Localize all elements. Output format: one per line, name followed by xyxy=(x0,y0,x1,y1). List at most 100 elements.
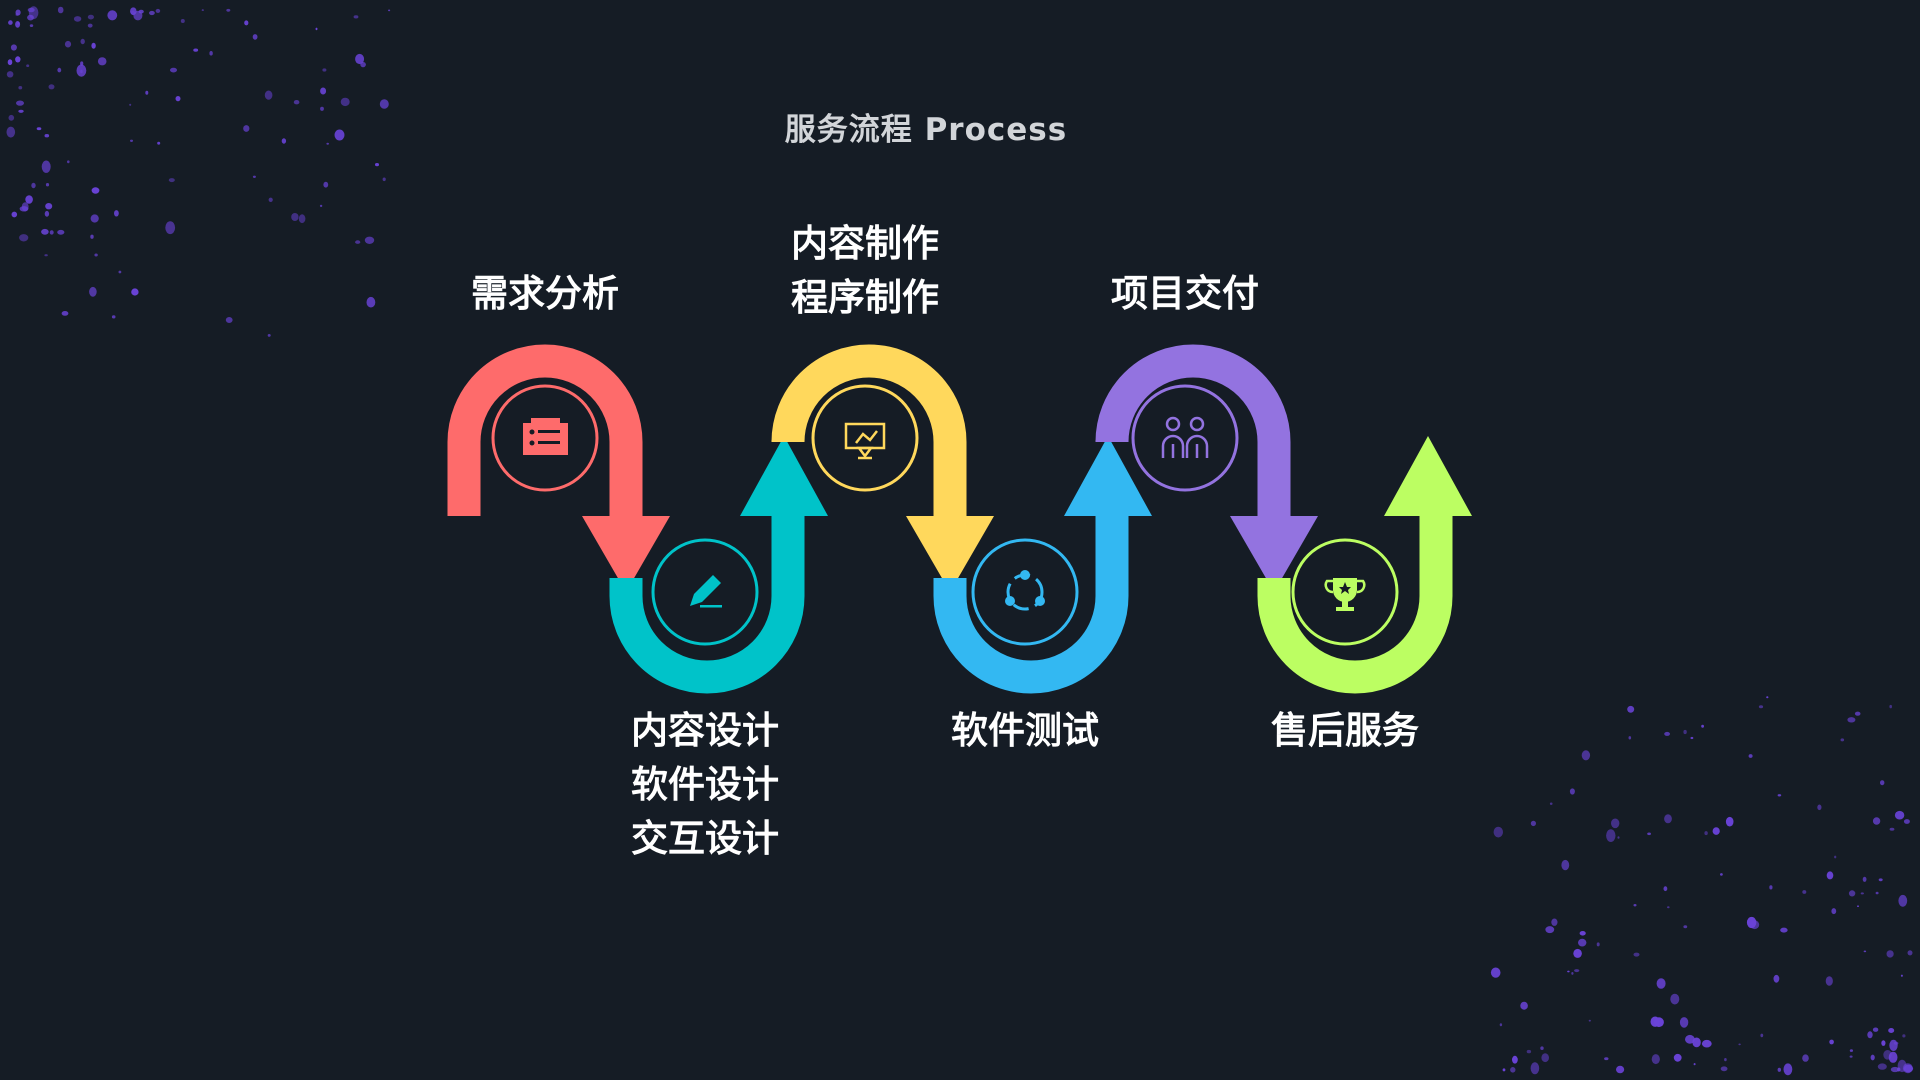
splatter-dot xyxy=(15,56,21,63)
splatter-dot xyxy=(17,21,20,25)
splatter-dot xyxy=(226,8,231,12)
splatter-dot xyxy=(1867,1031,1873,1039)
step-design-ring xyxy=(651,538,759,646)
step-testing-arch xyxy=(933,512,1129,694)
step-label-line: 项目交付 xyxy=(1111,272,1259,315)
cycle-network-icon xyxy=(1005,570,1045,611)
splatter-dot xyxy=(326,142,330,145)
step-delivery-shape xyxy=(1095,344,1318,592)
splatter-dot xyxy=(1872,1027,1879,1032)
splatter-dot xyxy=(6,126,16,138)
splatter-dot xyxy=(366,296,376,308)
splatter-dot xyxy=(1777,794,1782,797)
splatter-dot xyxy=(73,16,82,22)
splatter-dot xyxy=(281,138,287,144)
step-requirements-arch xyxy=(447,344,643,518)
paint-splatter-top-left xyxy=(6,6,391,337)
splatter-dot xyxy=(1877,1063,1887,1070)
paint-splatter-bottom-right xyxy=(1490,696,1914,1076)
splatter-dot xyxy=(67,160,70,164)
step-label-testing: 软件测试 xyxy=(895,704,1155,758)
splatter-dot xyxy=(1870,1054,1875,1061)
splatter-dot xyxy=(1628,736,1632,740)
step-production-arrowhead xyxy=(906,516,994,592)
splatter-dot xyxy=(18,109,24,113)
splatter-dot xyxy=(1617,836,1620,839)
splatter-dot xyxy=(138,9,144,14)
splatter-dot xyxy=(291,213,299,221)
splatter-dot xyxy=(180,19,185,23)
splatter-dot xyxy=(1802,890,1807,894)
splatter-dot xyxy=(1499,1023,1503,1027)
splatter-dot xyxy=(1571,972,1574,975)
splatter-dot xyxy=(1854,711,1861,716)
splatter-dot xyxy=(41,160,51,173)
splatter-dot xyxy=(11,211,18,218)
splatter-dot xyxy=(1549,802,1553,805)
splatter-dot xyxy=(1746,916,1757,929)
splatter-dot xyxy=(1720,1066,1728,1072)
splatter-dot xyxy=(320,106,324,111)
splatter-dot xyxy=(18,86,23,90)
splatter-dot xyxy=(1683,925,1688,929)
splatter-dot xyxy=(1724,1058,1727,1062)
splatter-dot xyxy=(57,6,64,14)
splatter-dot xyxy=(355,53,365,65)
splatter-dot xyxy=(131,288,139,296)
splatter-dot xyxy=(1490,967,1501,978)
splatter-dot xyxy=(87,23,93,28)
splatter-dot xyxy=(1520,1001,1528,1010)
step-delivery-arch xyxy=(1095,344,1291,518)
splatter-dot xyxy=(114,210,119,217)
splatter-dot xyxy=(111,315,116,319)
splatter-dot xyxy=(1783,1063,1793,1076)
splatter-dot xyxy=(1878,878,1883,882)
splatter-dot xyxy=(1840,738,1845,742)
splatter-dot xyxy=(1849,1049,1853,1052)
splatter-dot xyxy=(107,10,118,21)
splatter-dot xyxy=(45,183,50,187)
splatter-dot xyxy=(25,195,33,204)
splatter-dot xyxy=(315,27,318,31)
splatter-dot xyxy=(1647,832,1651,836)
step-testing-ring xyxy=(971,538,1079,646)
splatter-dot xyxy=(44,210,50,217)
splatter-dot xyxy=(1653,1017,1664,1028)
step-label-line: 内容设计 xyxy=(631,709,779,752)
splatter-dot xyxy=(1588,1019,1591,1022)
splatter-dot xyxy=(340,97,350,107)
splatter-dot xyxy=(1541,1053,1549,1063)
splatter-dot xyxy=(1604,1057,1609,1061)
step-label-production: 内容制作 程序制作 xyxy=(735,217,995,325)
splatter-dot xyxy=(243,125,250,132)
splatter-dot xyxy=(1670,993,1680,1005)
splatter-dot xyxy=(157,141,161,145)
splatter-dot xyxy=(7,59,13,66)
two-people-icon xyxy=(1161,416,1209,458)
splatter-dot xyxy=(1894,810,1905,820)
step-requirements-shape xyxy=(447,344,670,592)
splatter-dot xyxy=(1738,1043,1741,1046)
splatter-dot xyxy=(1802,1054,1809,1062)
splatter-dot xyxy=(1567,970,1570,973)
step-requirements-arrowhead xyxy=(582,516,670,592)
splatter-dot xyxy=(170,67,177,73)
splatter-dot xyxy=(15,13,19,16)
step-production-arch xyxy=(771,344,967,518)
splatter-dot xyxy=(1758,705,1764,709)
splatter-dot xyxy=(130,7,137,15)
splatter-dot xyxy=(48,84,55,90)
splatter-dot xyxy=(1900,974,1903,977)
step-testing-arrowhead xyxy=(1064,436,1152,516)
splatter-dot xyxy=(1712,827,1720,835)
presentation-board-icon xyxy=(844,422,886,460)
splatter-dot xyxy=(1574,969,1580,973)
step-label-line: 需求分析 xyxy=(471,272,619,315)
splatter-dot xyxy=(57,67,62,73)
splatter-dot xyxy=(1633,952,1640,957)
splatter-dot xyxy=(1889,1039,1898,1051)
splatter-dot xyxy=(1551,918,1558,926)
splatter-dot xyxy=(49,230,54,235)
splatter-dot xyxy=(1633,904,1637,907)
